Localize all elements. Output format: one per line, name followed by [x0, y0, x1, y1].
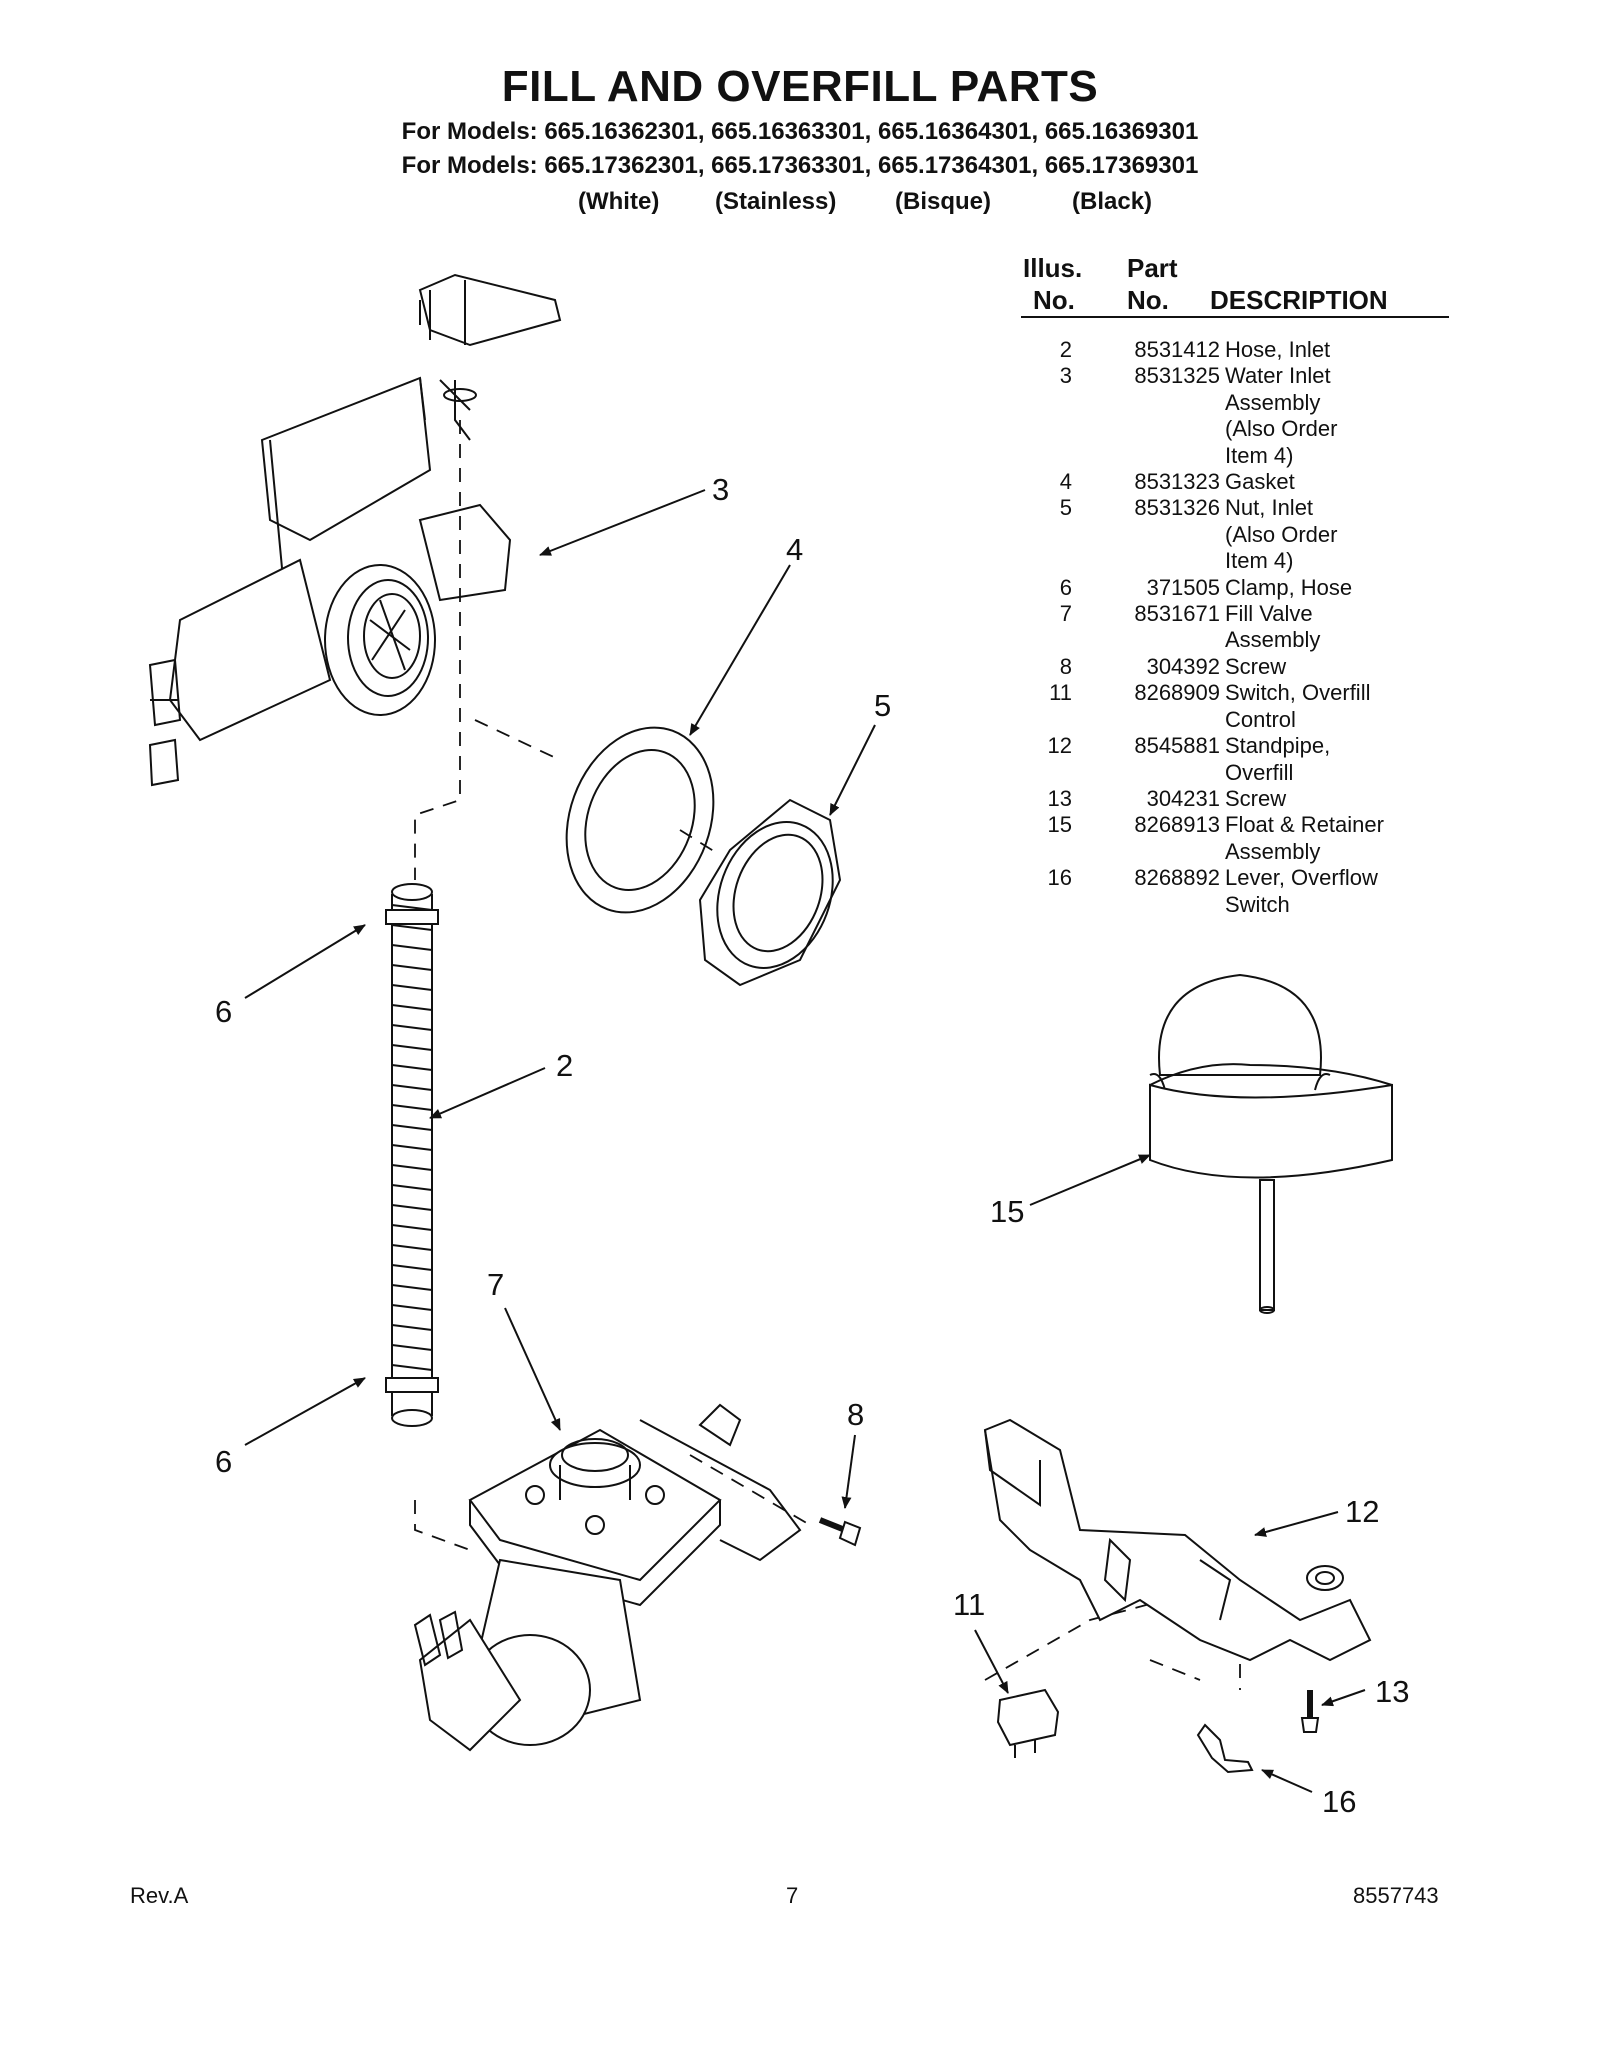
part-no: 304392	[1146, 653, 1220, 679]
overflow-lever-drawing	[1196, 1723, 1254, 1774]
screw-13-drawing	[1300, 1690, 1320, 1733]
part-description: Water Inlet Assembly (Also Order Item 4)	[1225, 363, 1338, 468]
illus-no: 5	[1059, 495, 1072, 521]
float-retainer-drawing	[1149, 973, 1393, 1314]
gasket-drawing	[565, 726, 715, 914]
illus-no: 6	[1059, 574, 1072, 600]
header-description: DESCRIPTION	[1210, 285, 1388, 315]
illus-no: 13	[1047, 785, 1072, 811]
fill-valve-drawing	[413, 1403, 802, 1752]
part-description: Hose, Inlet	[1225, 337, 1331, 362]
part-description: Nut, Inlet (Also Order Item 4)	[1225, 495, 1338, 574]
part-description: Float & Retainer Assembly	[1225, 812, 1384, 864]
part-description: Clamp, Hose	[1225, 574, 1353, 600]
footer-revision: Rev.A	[130, 1883, 189, 1908]
color-bisque: (Bisque)	[895, 188, 991, 215]
callout-16: 16	[1322, 1784, 1356, 1819]
part-description: Screw	[1225, 785, 1287, 811]
illus-no: 8	[1059, 653, 1072, 679]
illus-no: 11	[1049, 680, 1072, 706]
callout-12: 12	[1345, 1494, 1379, 1529]
color-black: (Black)	[1072, 188, 1153, 215]
illus-no: 2	[1059, 337, 1072, 362]
overfill-switch-drawing	[996, 1688, 1060, 1758]
color-stainless: (Stainless)	[715, 188, 837, 215]
part-description: Screw	[1225, 653, 1287, 679]
callout-5: 5	[874, 688, 891, 723]
header-part-no: No.	[1127, 285, 1169, 315]
callout-4: 4	[786, 532, 803, 567]
models-line-2: For Models: 665.17362301, 665.17363301, …	[401, 152, 1199, 179]
part-description: Standpipe, Overfill	[1225, 733, 1331, 785]
part-no: 8531671	[1134, 601, 1220, 627]
part-description: Switch, Overfill Control	[1225, 680, 1371, 732]
illus-no: 16	[1047, 865, 1072, 891]
callout-2: 2	[556, 1048, 573, 1083]
inlet-hose-drawing	[385, 883, 439, 1427]
leader-lines	[244, 489, 1366, 1793]
part-no: 8545881	[1134, 733, 1220, 759]
part-no: 8531412	[1134, 337, 1220, 362]
callout-6-upper: 6	[215, 994, 232, 1029]
part-description: Lever, Overflow Switch	[1225, 865, 1378, 917]
footer-doc-number: 8557743	[1353, 1883, 1439, 1908]
models-line-1: For Models: 665.16362301, 665.16363301, …	[401, 118, 1199, 145]
part-no: 304231	[1146, 785, 1220, 811]
callout-11: 11	[953, 1587, 985, 1622]
page-title: FILL AND OVERFILL PARTS	[501, 62, 1099, 111]
screw-8-drawing	[818, 1517, 862, 1547]
callout-3: 3	[712, 472, 729, 507]
part-no: 371505	[1146, 574, 1220, 600]
callout-6-lower: 6	[215, 1444, 232, 1479]
part-no: 8531326	[1134, 495, 1220, 521]
part-no: 8531323	[1134, 469, 1220, 495]
callout-13: 13	[1375, 1674, 1409, 1709]
table-header-rule	[1021, 316, 1449, 318]
callout-15: 15	[990, 1194, 1024, 1229]
footer-page-number: 7	[786, 1883, 799, 1908]
inlet-nut-drawing	[698, 798, 842, 987]
part-no: 8268913	[1134, 812, 1220, 838]
header-illus-no: No.	[1033, 285, 1075, 315]
illus-no: 15	[1047, 812, 1072, 838]
header-part: Part	[1127, 253, 1178, 283]
illus-no: 3	[1059, 363, 1072, 389]
part-description: Fill Valve Assembly	[1225, 601, 1321, 653]
part-no: 8268909	[1134, 680, 1220, 706]
standpipe-drawing	[983, 1418, 1372, 1662]
color-white: (White)	[578, 188, 660, 215]
water-inlet-assembly-drawing	[148, 273, 562, 787]
header-illus: Illus.	[1023, 253, 1083, 283]
part-description: Gasket	[1225, 469, 1295, 495]
illus-no: 12	[1047, 733, 1072, 759]
part-no: 8531325	[1134, 363, 1220, 389]
illus-no: 7	[1059, 601, 1072, 627]
callout-8: 8	[847, 1397, 864, 1432]
callout-numbers: 3 4 5 6 2 7 6 8 15 12 11 13 16	[215, 472, 1409, 1819]
illus-no: 4	[1059, 469, 1072, 495]
callout-7: 7	[487, 1267, 504, 1302]
part-no: 8268892	[1134, 865, 1220, 891]
